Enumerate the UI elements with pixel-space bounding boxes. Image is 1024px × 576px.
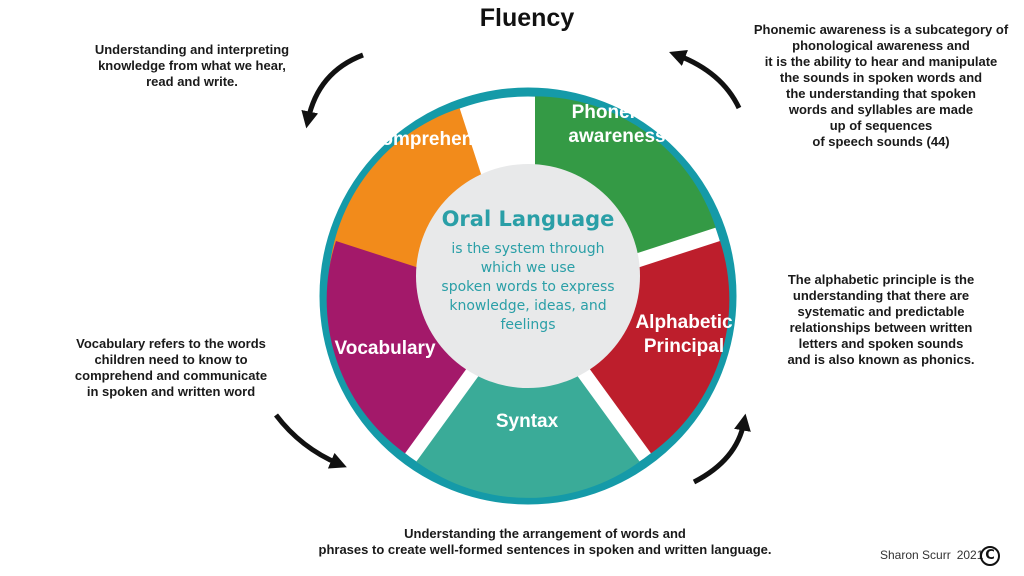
- segment-label-phonemic: awareness: [568, 126, 665, 147]
- segment-label-alphabetic: Alphabetic: [635, 312, 733, 333]
- outer-ring: [319, 87, 737, 505]
- center-description-line: feelings: [501, 317, 556, 333]
- vocabulary-note: Vocabulary refers to the words children …: [74, 336, 268, 399]
- arrow-icon: [692, 413, 751, 485]
- segment-syntax: [416, 307, 640, 498]
- center-circle: [416, 164, 640, 388]
- comprehension-note: Understanding and interpreting knowledge…: [94, 42, 290, 89]
- center-description-line: knowledge, ideas, and: [449, 298, 606, 314]
- phonemic-awareness-note: Phonemic awareness is a subcategory of p…: [753, 22, 1009, 149]
- center-description-line: is the system through: [451, 241, 604, 257]
- credit-year: 2021: [956, 548, 984, 562]
- arrow-icon: [669, 50, 742, 110]
- center-heading: Oral Language: [442, 207, 615, 231]
- syntax-note: Understanding the arrangement of words a…: [318, 526, 772, 557]
- segment-label-vocabulary: Vocabulary: [334, 338, 435, 359]
- segment-label-comprehension: Comprehension: [368, 129, 513, 150]
- copyright-icon: C: [980, 546, 1000, 566]
- arrow-icon: [301, 52, 364, 129]
- segment-label-phonemic: Phonemic: [572, 102, 663, 123]
- center-description-line: spoken words to express: [441, 279, 614, 295]
- author-name: Sharon Scurr: [880, 548, 951, 562]
- center-description-line: which we use: [481, 260, 576, 276]
- alphabetic-principle-note: The alphabetic principle is the understa…: [787, 272, 975, 367]
- segment-label-syntax: Syntax: [496, 411, 559, 432]
- diagram-title: Fluency: [479, 4, 575, 32]
- arrow-icon: [274, 413, 347, 469]
- segment-label-alphabetic: Principal: [644, 336, 724, 357]
- author-credit: Sharon Scurr 2021: [880, 548, 983, 562]
